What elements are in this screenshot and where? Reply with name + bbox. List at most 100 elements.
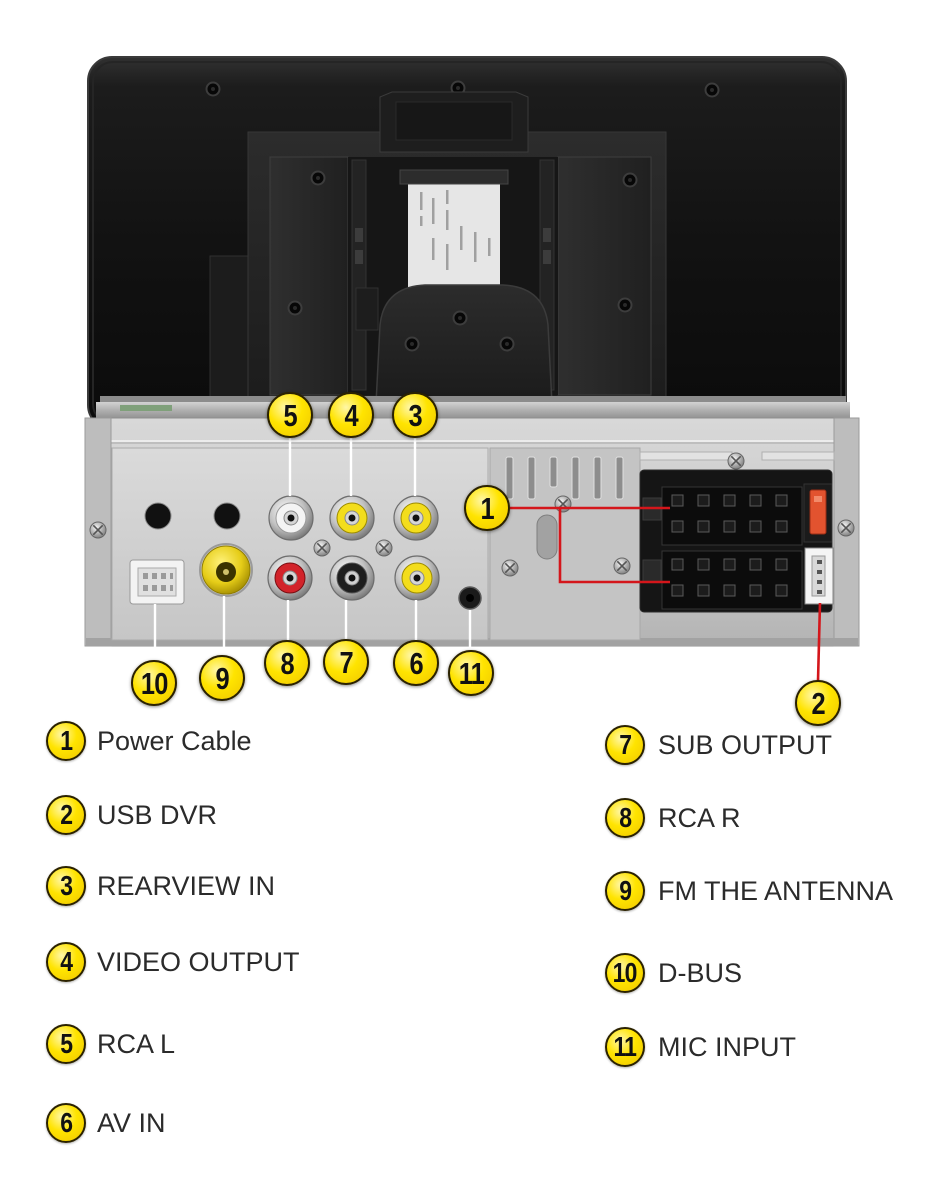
legend-label: D-BUS: [658, 957, 743, 988]
callout-video-output: 4: [328, 392, 374, 438]
legend-number: 10: [613, 957, 638, 988]
legend-number: 2: [60, 799, 73, 830]
rca-jack-rca-r: [267, 555, 313, 601]
callout-av-in: 6: [393, 640, 439, 686]
legend-item-rca-r: 8 RCA R: [605, 798, 741, 838]
housing-screw: [704, 82, 720, 98]
chassis-screw: [89, 521, 107, 539]
housing-screw: [205, 81, 221, 97]
callout-number: 11: [458, 655, 484, 691]
vent-slots: [505, 456, 624, 500]
legend-number: 8: [619, 802, 632, 833]
bracket-screw: [310, 170, 326, 186]
bracket-screw: [622, 172, 638, 188]
callout-number: 8: [280, 645, 294, 681]
legend-label: VIDEO OUTPUT: [97, 946, 300, 977]
legend-label: REARVIEW IN: [97, 870, 276, 901]
bracket-screw: [617, 297, 633, 313]
legend-number: 3: [60, 870, 73, 901]
callout-usb-dvr: 2: [795, 680, 841, 726]
callout-number: 7: [339, 644, 353, 680]
car-stereo-rear-view: [84, 56, 860, 682]
legend-number-badge: 10: [605, 953, 645, 993]
callout-fm-antenna: 9: [199, 655, 245, 701]
legend-item-sub-output: 7 SUB OUTPUT: [605, 725, 832, 765]
legend-number: 7: [619, 729, 632, 760]
callout-number: 6: [409, 645, 423, 681]
legend-label: AV IN: [97, 1107, 166, 1138]
legend-number-badge: 3: [46, 866, 86, 906]
fuse: [803, 483, 833, 543]
usb-port: [804, 547, 834, 605]
legend-number-badge: 6: [46, 1103, 86, 1143]
legend-number: 4: [60, 946, 73, 977]
keyhole-slot: [536, 514, 558, 560]
callout-number: 2: [811, 685, 825, 721]
legend-number-badge: 1: [46, 721, 86, 761]
hinge-screw: [452, 310, 468, 326]
legend-item-power-cable: 1 Power Cable: [46, 721, 252, 761]
rca-jack-sub-output: [329, 555, 375, 601]
legend-number: 11: [613, 1031, 637, 1062]
mounting-hole: [213, 502, 241, 530]
legend-label: FM THE ANTENNA: [658, 875, 894, 906]
bracket-screw: [287, 300, 303, 316]
callout-power-cable: 1: [464, 485, 510, 531]
chassis-screw: [313, 539, 331, 557]
callout-mic-input: 11: [448, 650, 494, 696]
chassis-screw: [613, 557, 631, 575]
mic-input-jack: [458, 586, 482, 610]
chassis-screw: [727, 452, 745, 470]
rca-jack-av-in: [394, 555, 440, 601]
legend-number-badge: 4: [46, 942, 86, 982]
mounting-hole: [144, 502, 172, 530]
legend-item-av-in: 6 AV IN: [46, 1103, 166, 1143]
fm-antenna-connector: [199, 543, 253, 597]
callout-rca-r: 8: [264, 640, 310, 686]
callout-number: 10: [140, 665, 168, 701]
leader-lines: [153, 438, 822, 682]
iso-power-connector: [639, 469, 833, 613]
chassis-screw: [501, 559, 519, 577]
rca-jack-rearview-in: [393, 495, 439, 541]
legend-item-rca-l: 5 RCA L: [46, 1024, 175, 1064]
legend-item-fm-antenna: 9 FM THE ANTENNA: [605, 871, 893, 911]
chassis-screw: [375, 539, 393, 557]
hinge-mount: [355, 284, 553, 405]
hinge-screw: [499, 336, 515, 352]
legend-number-badge: 2: [46, 795, 86, 835]
rca-jack-video-output: [329, 495, 375, 541]
legend-number-badge: 11: [605, 1027, 645, 1067]
hinge-screw: [404, 336, 420, 352]
legend-item-rearview-in: 3 REARVIEW IN: [46, 866, 275, 906]
rca-jack-rca-l: [268, 495, 314, 541]
callout-d-bus: 10: [131, 660, 177, 706]
leader-line-power-cable: [510, 506, 670, 584]
chassis-screw: [554, 495, 572, 513]
legend-number: 5: [60, 1028, 73, 1059]
legend-number: 6: [60, 1107, 73, 1138]
chassis-screw: [837, 519, 855, 537]
legend-label: RCA L: [97, 1028, 176, 1059]
legend-number: 9: [619, 875, 632, 906]
legend-item-usb-dvr: 2 USB DVR: [46, 795, 217, 835]
legend-label: MIC INPUT: [658, 1031, 796, 1062]
callout-number: 4: [344, 397, 358, 433]
legend-number-badge: 9: [605, 871, 645, 911]
legend-number-badge: 5: [46, 1024, 86, 1064]
callout-number: 9: [215, 660, 229, 696]
legend-item-video-output: 4 VIDEO OUTPUT: [46, 942, 300, 982]
legend-label: Power Cable: [97, 725, 252, 756]
legend-number: 1: [60, 725, 73, 756]
callout-rearview-in: 3: [392, 392, 438, 438]
callout-rca-l: 5: [267, 392, 313, 438]
legend-number-badge: 7: [605, 725, 645, 765]
legend-label: USB DVR: [97, 799, 218, 830]
callout-number: 1: [480, 490, 494, 526]
legend-number-badge: 8: [605, 798, 645, 838]
legend-item-mic-input: 11 MIC INPUT: [605, 1027, 796, 1067]
callout-number: 3: [408, 397, 422, 433]
ribbon-cable: [399, 169, 509, 288]
legend-item-d-bus: 10 D-BUS: [605, 953, 742, 993]
